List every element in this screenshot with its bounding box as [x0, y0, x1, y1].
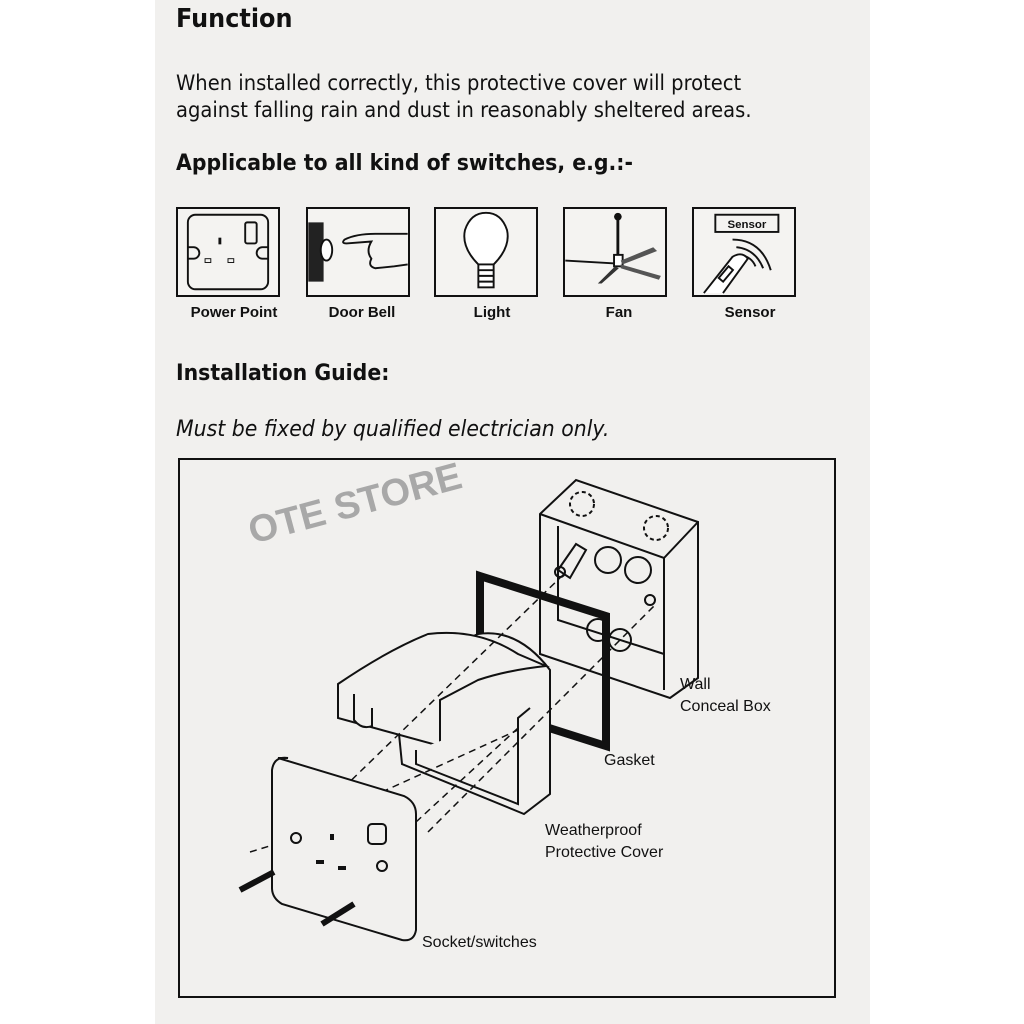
screw-left	[238, 869, 276, 893]
function-heading: Function	[176, 4, 293, 34]
weatherproof-cover-drawing	[337, 631, 551, 816]
socket-drawing	[271, 756, 417, 942]
icon-label-power-point: Power Point	[190, 304, 278, 321]
light-bulb-icon	[434, 207, 538, 297]
icon-label-door-bell: Door Bell	[328, 304, 396, 321]
installation-note: Must be fixed by qualified electrician o…	[176, 417, 610, 442]
label-gasket: Gasket	[604, 752, 655, 769]
screw-right	[320, 901, 356, 927]
ceiling-fan-icon	[563, 207, 667, 297]
installation-heading: Installation Guide:	[176, 361, 390, 386]
sensor-icon: Sensor	[692, 207, 796, 297]
icon-label-light: Light	[473, 304, 511, 321]
sensor-badge-text: Sensor	[727, 219, 766, 231]
power-point-icon	[176, 207, 280, 297]
door-bell-icon	[306, 207, 410, 297]
function-text-line1: When installed correctly, this protectiv…	[176, 71, 742, 95]
function-text-line2: against falling rain and dust in reasona…	[176, 98, 752, 122]
installation-diagram: OTE STORE Wall Conceal Box Gasket Weathe…	[178, 455, 836, 998]
applicable-heading: Applicable to all kind of switches, e.g.…	[176, 151, 633, 176]
label-protective-cover: Protective Cover	[545, 844, 664, 861]
label-conceal-box: Conceal Box	[680, 698, 771, 715]
label-wall: Wall	[680, 676, 711, 693]
label-weatherproof: Weatherproof	[545, 822, 642, 839]
icon-label-sensor: Sensor	[724, 304, 776, 321]
icon-label-fan: Fan	[605, 304, 633, 321]
label-socket-switches: Socket/switches	[422, 934, 537, 951]
wall-conceal-box-drawing	[539, 478, 699, 700]
